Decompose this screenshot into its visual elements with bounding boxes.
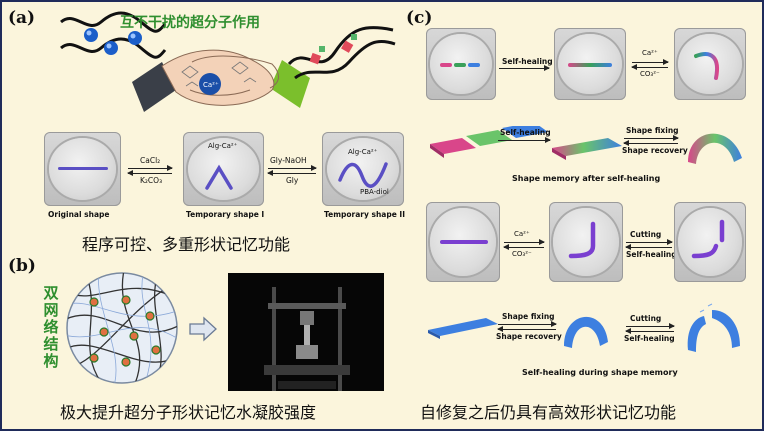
c-row2-arrow1 [498,137,551,143]
c-row2-arrow2-back [623,140,678,146]
dish-original [44,132,121,206]
c-row4-flat-strip [428,318,498,339]
c-row4-arrow2-top: Cutting [630,314,662,323]
c-row1-dish-3 [674,28,746,100]
arrow2-bottom-label: Gly [286,176,299,185]
c-row2-arrow1-label: Self-healing [500,128,551,137]
c-row4-arrow2-forward [626,323,675,329]
c-row3-arrow1-top: Ca²⁺ [514,230,530,238]
vertical-char: 络 [43,318,59,336]
c-row1-arrow2-back [631,64,668,70]
arrow1-forward [128,165,173,171]
c-row1-dish-2 [554,28,626,100]
c-row1-arrow2-top: Ca²⁺ [642,49,658,57]
dish-temporary-2 [322,132,404,206]
double-network-illustration [66,272,178,384]
caption-temporary-shape-2: Temporary shape II [324,210,406,219]
panel-c-footer: 自修复之后仍具有高效形状记忆功能 [420,403,677,422]
c-row3-arrow2-top: Cutting [630,230,662,239]
arrow2-forward [268,165,317,171]
c-row3-arrow1-bottom: CO₃²⁻ [512,250,532,258]
c-row4-arrow2-bottom: Self-healing [624,334,675,343]
panel-b-footer: 极大提升超分子形状记忆水凝胶强度 [60,403,317,422]
panel-a-footer: 程序可控、多重形状记忆功能 [82,235,291,254]
c-row2-caption: Shape memory after self-healing [512,174,661,183]
c-row4-arrow1-forward [498,321,557,327]
arrow1-back [127,170,172,176]
panel-a-label: (a) [8,8,36,28]
vertical-label-double-network: 双 网 络 结 构 [42,285,60,370]
c-row4-arrow2-back [625,328,674,334]
c-row2-arch [688,133,742,164]
c-row4-arch [564,316,608,348]
arrow2-top-label: Gly-NaOH [270,156,307,165]
c-row3-arrow2-back [625,244,672,250]
c-row4-arrow1-back [497,326,556,332]
right-polymer-chains [287,26,396,80]
c-row3-arrow2-bottom: Self-healing [626,250,677,259]
right-arrow-icon [189,316,217,342]
annotation-alg-ca-2: Alg-Ca²⁺ [348,148,378,156]
panel-a-header: 互不干扰的超分子作用 [120,15,260,31]
c-row3-dish-1 [426,202,500,282]
tensile-test-photo [228,273,384,391]
c-row2-arrow2-bottom: Shape recovery [622,146,688,155]
c-row2-strip-healed [552,138,622,160]
vertical-char: 构 [43,352,59,370]
c-row1-arrow2-bottom: CO₃²⁻ [640,70,660,78]
c-row3-arrow1-forward [504,239,545,245]
c-row2-arrow2-top: Shape fixing [626,126,679,135]
c-row3-dish-3 [674,202,746,282]
c-row1-arrow1-label: Self-healing [502,57,553,66]
c-row1-dish-1 [426,28,496,100]
c-row3-dish-2 [549,202,623,282]
vertical-char: 结 [43,335,59,353]
handshake-illustration: Ca²⁺ [132,49,310,112]
vertical-char: 网 [43,301,59,319]
c-row1-arrow2-forward [632,59,669,65]
c-row4-arrow1-bottom: Shape recovery [496,332,562,341]
c-row2-strip-separate [430,126,548,158]
vertical-char: 双 [43,284,59,302]
caption-original-shape: Original shape [48,210,110,219]
dish-temporary-1 [183,132,264,206]
panel-b-label: (b) [8,256,36,276]
ca-ion-badge: Ca²⁺ [203,81,219,89]
c-row1-arrow1 [499,65,550,71]
c-row2-arrow2-forward [624,135,679,141]
c-row4-arrow1-top: Shape fixing [502,312,555,321]
c-row4-caption: Self-healing during shape memory [522,368,678,377]
panel-c-label: (c) [406,8,433,28]
arrow1-top-label: CaCl₂ [140,156,161,165]
caption-temporary-shape-1: Temporary shape I [186,210,265,219]
annotation-pba-diol: PBA-diol [360,188,389,196]
annotation-alg-ca-1: Alg-Ca²⁺ [208,142,238,150]
left-polymer-chains [60,11,167,59]
c-row4-cut-arch [687,303,740,352]
arrow1-bottom-label: K₂CO₃ [140,176,163,185]
arrow2-back [267,170,316,176]
c-row3-arrow1-back [503,244,544,250]
c-row3-arrow2-forward [626,239,673,245]
